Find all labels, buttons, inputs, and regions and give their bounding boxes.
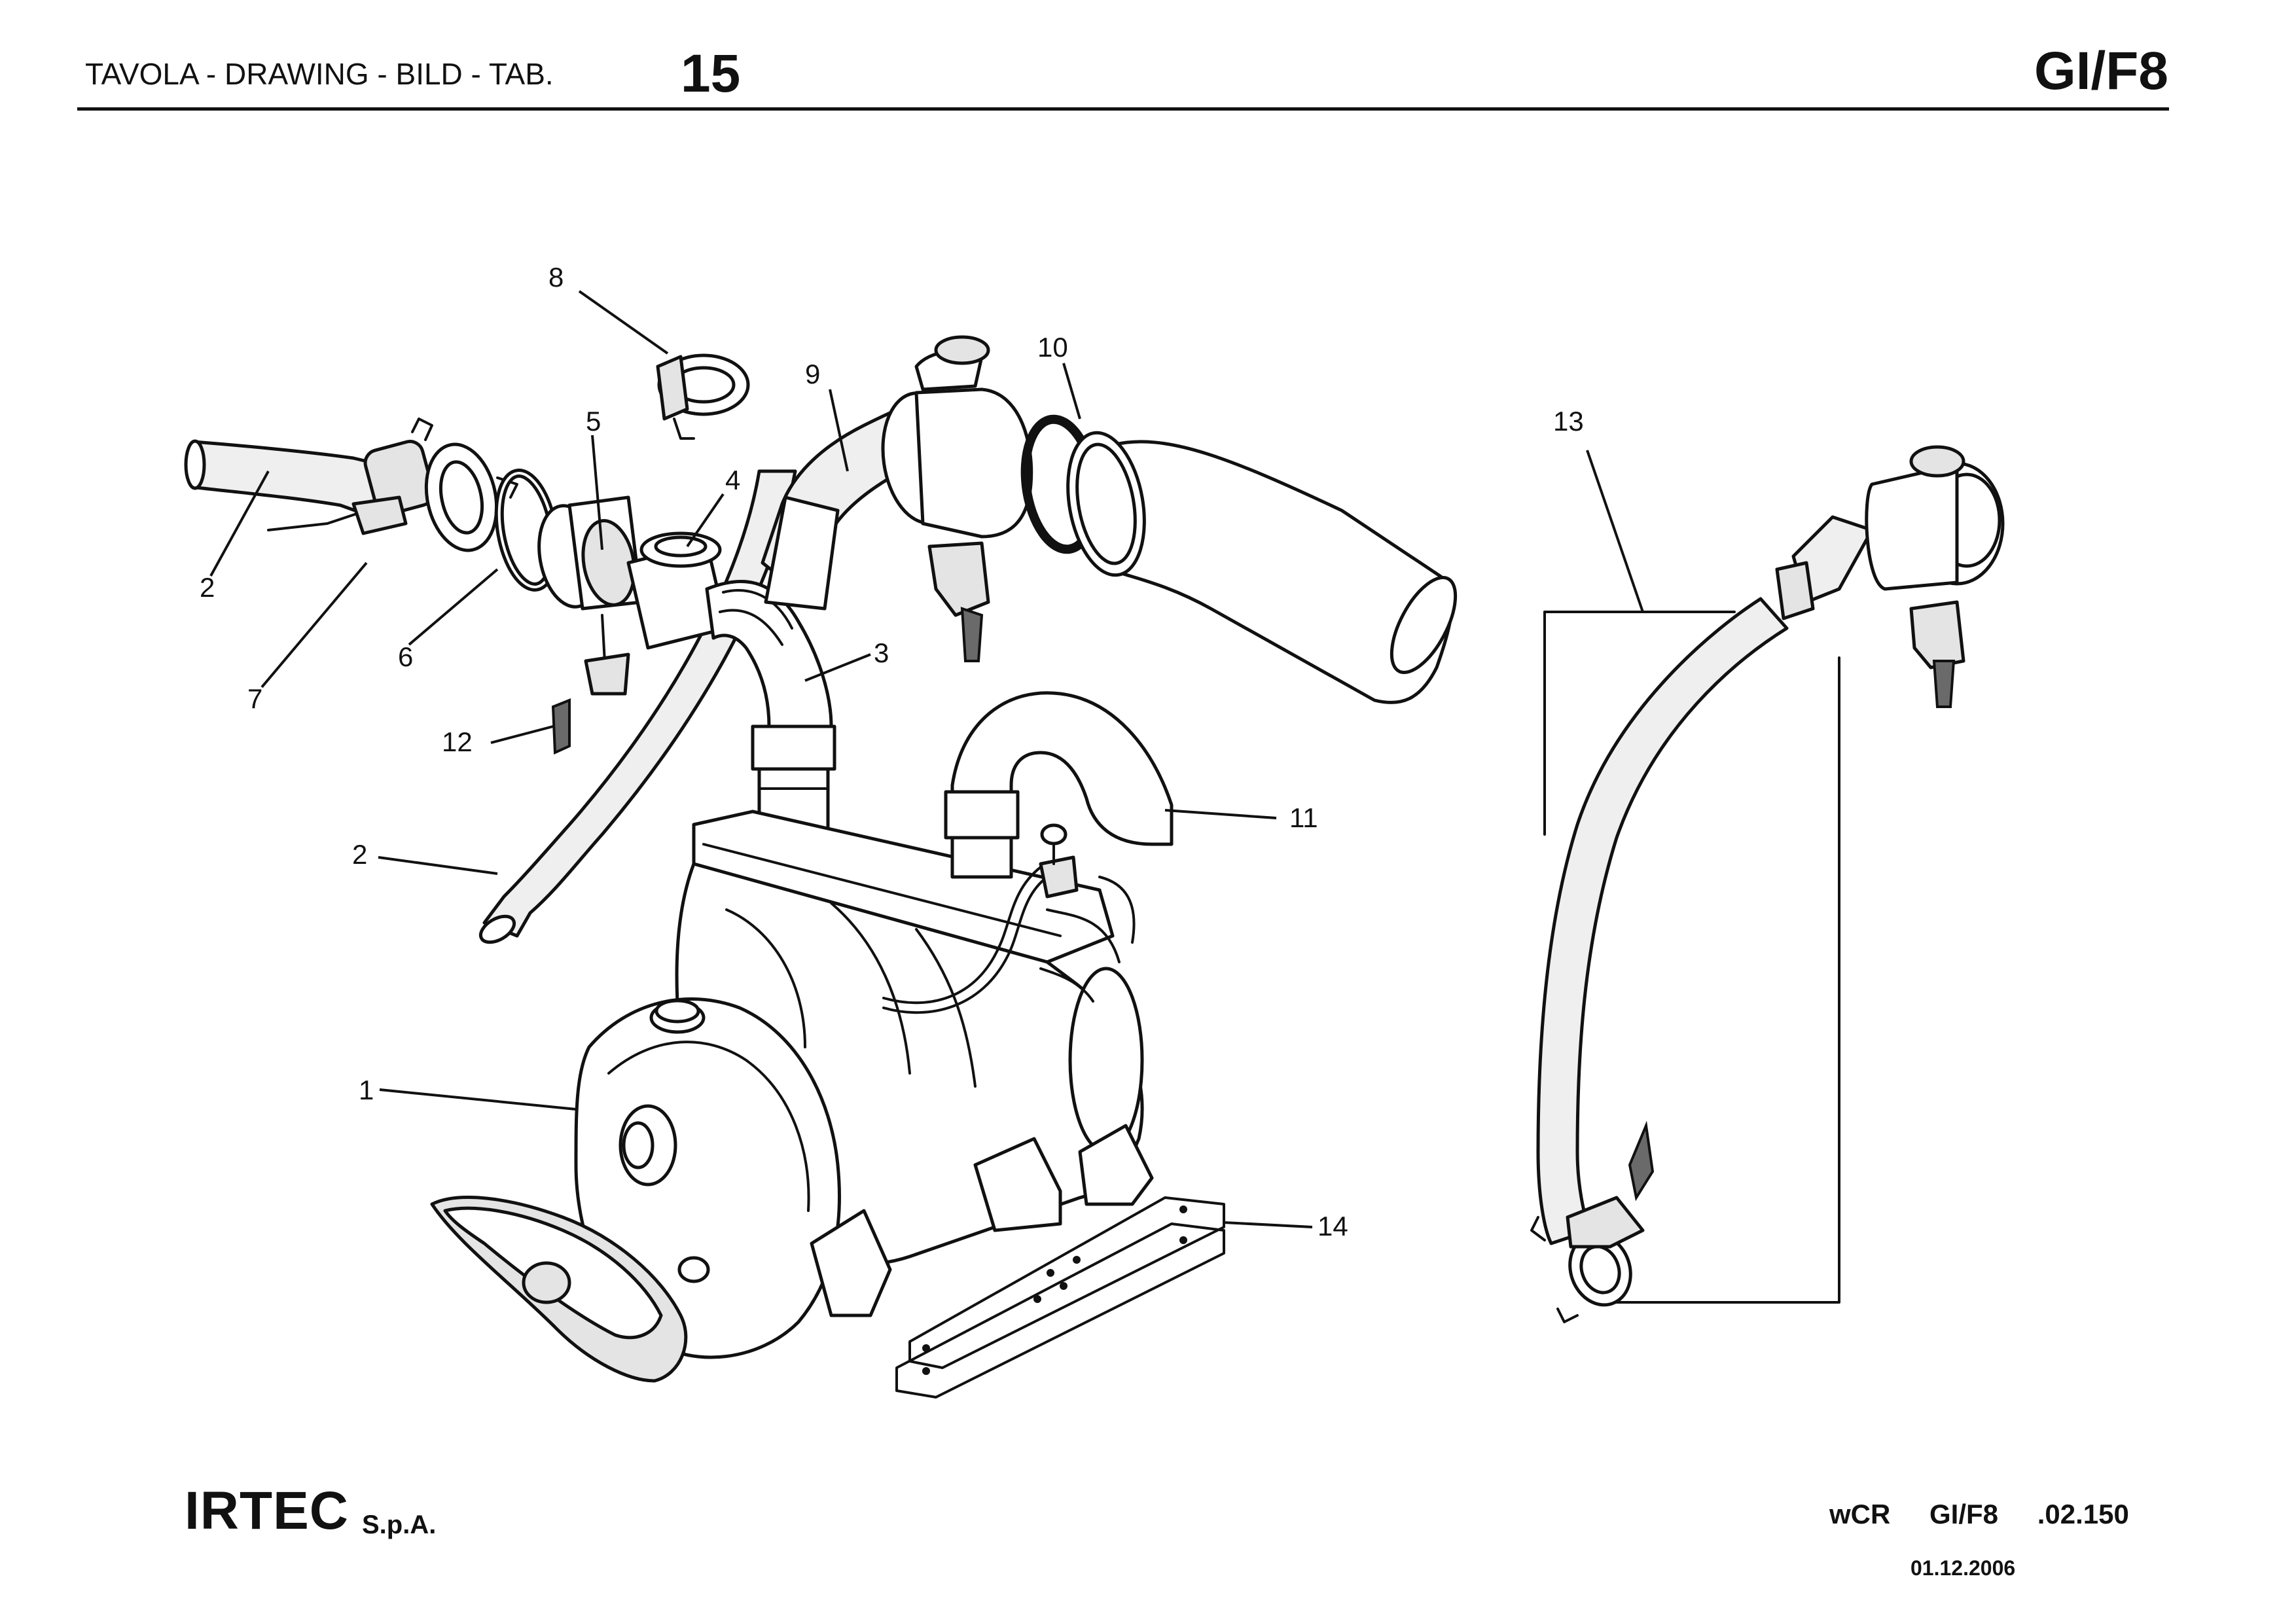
suction-hose-short xyxy=(184,439,388,519)
drawing-title: TAVOLA - DRAWING - BILD - TAB. xyxy=(85,57,554,91)
callout-2-upper: 2 xyxy=(200,572,215,603)
company-name: IRTEC xyxy=(185,1481,349,1541)
valve-assembly xyxy=(537,495,836,846)
callout-3: 3 xyxy=(874,637,889,668)
discharge-pipe xyxy=(1066,431,1458,704)
callout-2-lower: 2 xyxy=(352,839,367,870)
table-number: 15 xyxy=(681,44,741,103)
suction-hose-long xyxy=(478,469,797,944)
revision-date: 01.12.2006 xyxy=(1910,1556,2016,1580)
header-rule xyxy=(77,107,2169,111)
callout-7: 7 xyxy=(247,683,262,714)
callout-14: 14 xyxy=(1318,1211,1348,1241)
callout-9: 9 xyxy=(805,359,820,389)
model-code: GI/F8 xyxy=(2034,41,2168,101)
callout-13: 13 xyxy=(1553,406,1584,437)
callout-6: 6 xyxy=(398,641,413,672)
quick-coupling-male xyxy=(881,335,1100,662)
callout-10: 10 xyxy=(1037,332,1068,363)
mounting-brackets xyxy=(895,1196,1225,1399)
valve-lever xyxy=(551,698,571,755)
hose-assembly-complete xyxy=(1530,445,2005,1323)
ref-model: GI/F8 xyxy=(1929,1499,1999,1529)
callout-labels: 1 2 2 3 4 5 6 7 8 9 10 11 12 13 14 xyxy=(200,262,1584,1241)
hose-clamp xyxy=(656,353,750,440)
callout-11: 11 xyxy=(1289,802,1318,833)
leader-lines xyxy=(209,290,1644,1228)
ref-series: wCR xyxy=(1829,1499,1891,1529)
drawing-reference: wCR GI/F8 .02.150 xyxy=(1829,1499,2129,1530)
pump-body xyxy=(430,810,1154,1383)
callout-12: 12 xyxy=(442,726,473,757)
callout-1: 1 xyxy=(359,1075,374,1105)
company-suffix: S.p.A. xyxy=(362,1510,437,1539)
callout-4: 4 xyxy=(725,465,740,495)
quick-coupling-female xyxy=(267,418,518,552)
ref-code: .02.150 xyxy=(2037,1499,2129,1529)
callout-5: 5 xyxy=(586,406,601,437)
callout-8: 8 xyxy=(548,262,564,293)
discharge-elbow xyxy=(944,691,1174,879)
